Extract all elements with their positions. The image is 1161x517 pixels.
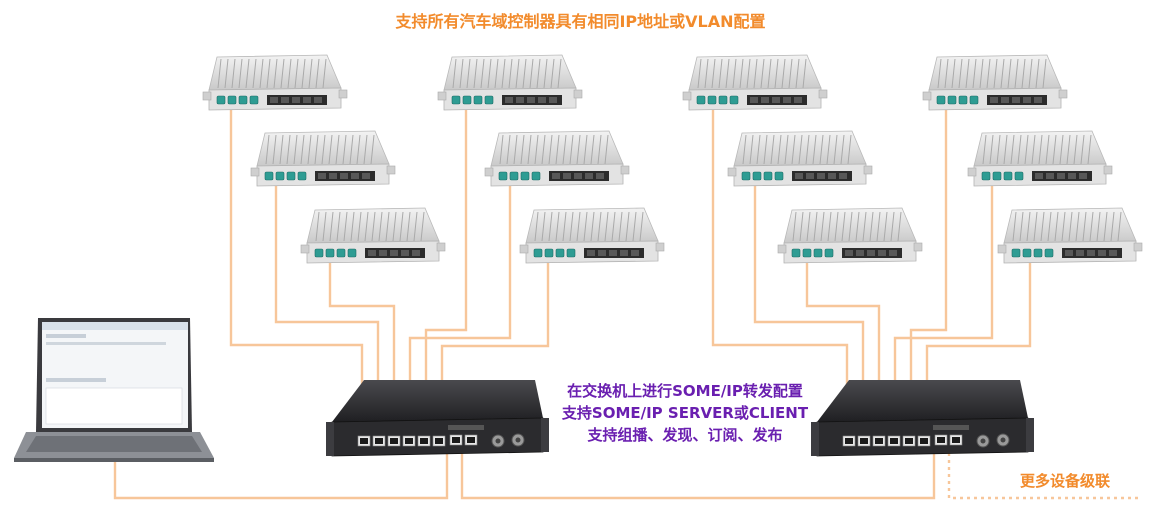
feature-list: 在交换机上进行SOME/IP转发配置 支持SOME/IP SERVER或CLIE… xyxy=(505,380,865,446)
domain-controller-icon xyxy=(300,207,446,264)
domain-controller-icon xyxy=(484,130,630,187)
ethernet-switch-icon xyxy=(811,380,1034,457)
ethernet-cable xyxy=(113,446,449,500)
laptop-icon xyxy=(14,318,214,462)
switches xyxy=(326,380,1034,457)
ethernet-switch-icon xyxy=(326,380,549,457)
feature-line: 支持SOME/IP SERVER或CLIENT xyxy=(561,404,809,422)
diagram-title: 支持所有汽车域控制器具有相同IP地址或VLAN配置 xyxy=(395,12,766,31)
ethernet-cable xyxy=(460,446,936,500)
domain-controllers xyxy=(202,54,1143,264)
ethernet-cable xyxy=(328,262,396,446)
domain-controller-icon xyxy=(997,207,1143,264)
domain-controller-icon xyxy=(967,130,1113,187)
feature-line: 在交换机上进行SOME/IP转发配置 xyxy=(567,382,803,400)
domain-controller-icon xyxy=(519,207,665,264)
domain-controller-icon xyxy=(777,207,923,264)
domain-controller-icon xyxy=(250,130,396,187)
domain-controller-icon xyxy=(922,54,1068,111)
cascade-label: 更多设备级联 xyxy=(1020,472,1111,490)
domain-controller-icon xyxy=(727,130,873,187)
ethernet-cable xyxy=(805,262,881,446)
domain-controller-icon xyxy=(437,54,583,111)
domain-controller-icon xyxy=(682,54,828,111)
cables xyxy=(113,110,1140,500)
cascade-cable xyxy=(947,446,1140,500)
feature-line: 支持组播、发现、订阅、发布 xyxy=(587,426,783,444)
domain-controller-icon xyxy=(202,54,348,111)
